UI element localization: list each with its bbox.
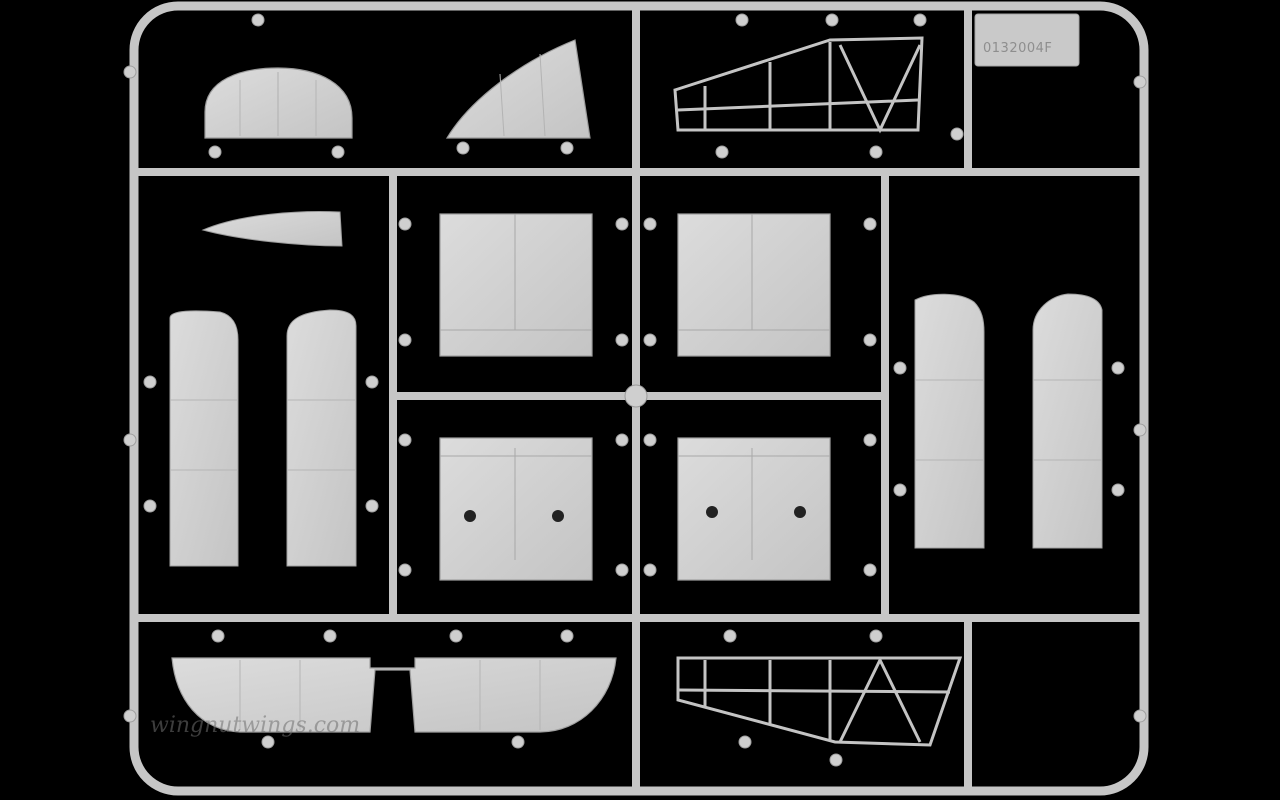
rudder-part bbox=[445, 39, 591, 139]
part-number-tab: 0132004F bbox=[974, 13, 1080, 67]
center-panel-upper-left bbox=[439, 213, 593, 357]
center-panel-lower-left bbox=[439, 437, 593, 581]
center-panel-upper-right bbox=[677, 213, 831, 357]
fuselage-frame-bottom bbox=[676, 656, 963, 747]
center-panel-lower-right bbox=[677, 437, 831, 581]
runner-hub bbox=[624, 384, 648, 408]
tail-fin-part bbox=[204, 67, 353, 139]
horizontal-stabilizer bbox=[171, 657, 617, 733]
svg-text:0132004F: 0132004F bbox=[983, 41, 1052, 56]
watermark: wingnutwings.com bbox=[150, 713, 360, 738]
aileron-right-2 bbox=[1032, 293, 1103, 549]
aileron-left-2 bbox=[286, 309, 357, 567]
internal-runners bbox=[130, 2, 1148, 795]
fuselage-frame-top bbox=[673, 36, 924, 134]
aileron-left-1 bbox=[169, 310, 239, 567]
stabilizer-part bbox=[201, 211, 343, 247]
aileron-right-1 bbox=[914, 293, 985, 549]
sprue-gates bbox=[123, 13, 1147, 767]
